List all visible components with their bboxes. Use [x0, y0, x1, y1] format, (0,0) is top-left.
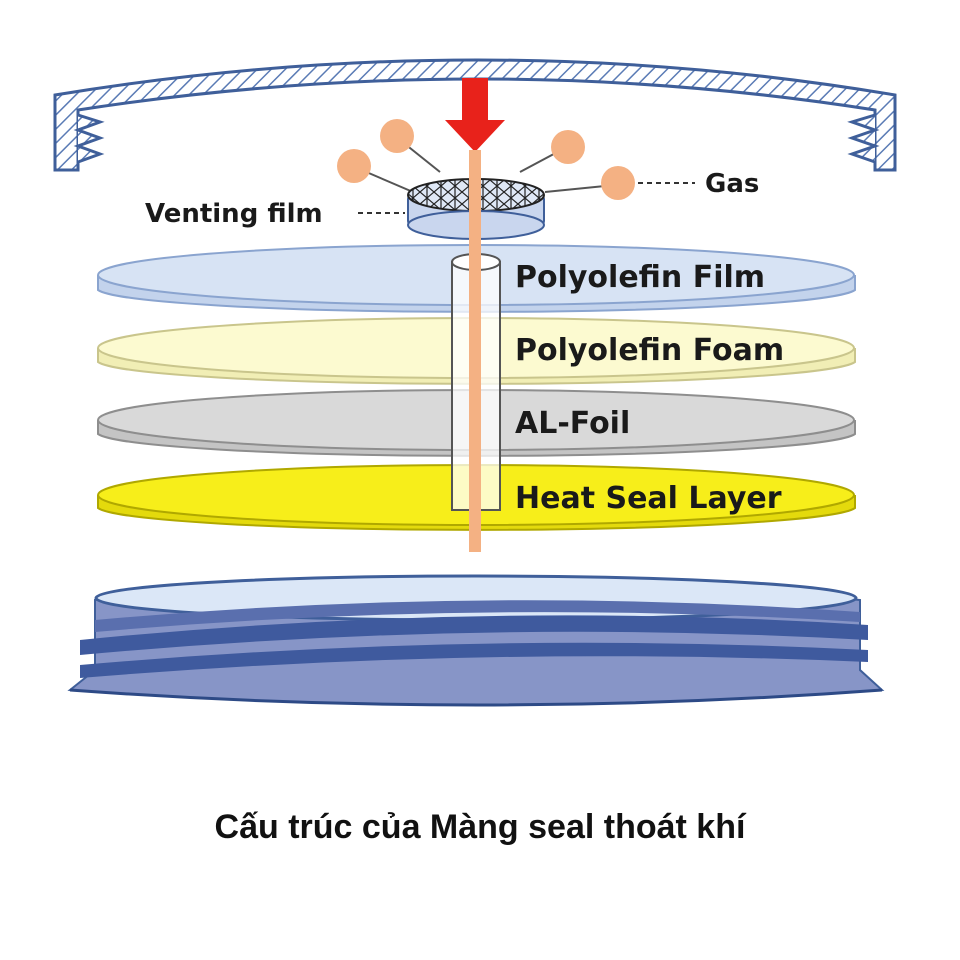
layer-label-polyolefin-film: Polyolefin Film [515, 260, 765, 295]
gas-bubbles [337, 119, 635, 200]
gas-label: Gas [705, 169, 759, 199]
bottle-neck [67, 574, 885, 707]
diagram-caption: Cấu trúc của Màng seal thoát khí [215, 808, 747, 846]
pressure-arrow-icon [445, 78, 505, 152]
layer-label-al-foil: AL-Foil [515, 406, 630, 441]
layer-label-polyolefin-foam: Polyolefin Foam [515, 333, 784, 368]
cap-lid [53, 58, 897, 172]
layer-label-heat-seal: Heat Seal Layer [515, 481, 782, 516]
gas-flow-path [469, 150, 481, 552]
venting-film-label: Venting film [145, 199, 323, 229]
